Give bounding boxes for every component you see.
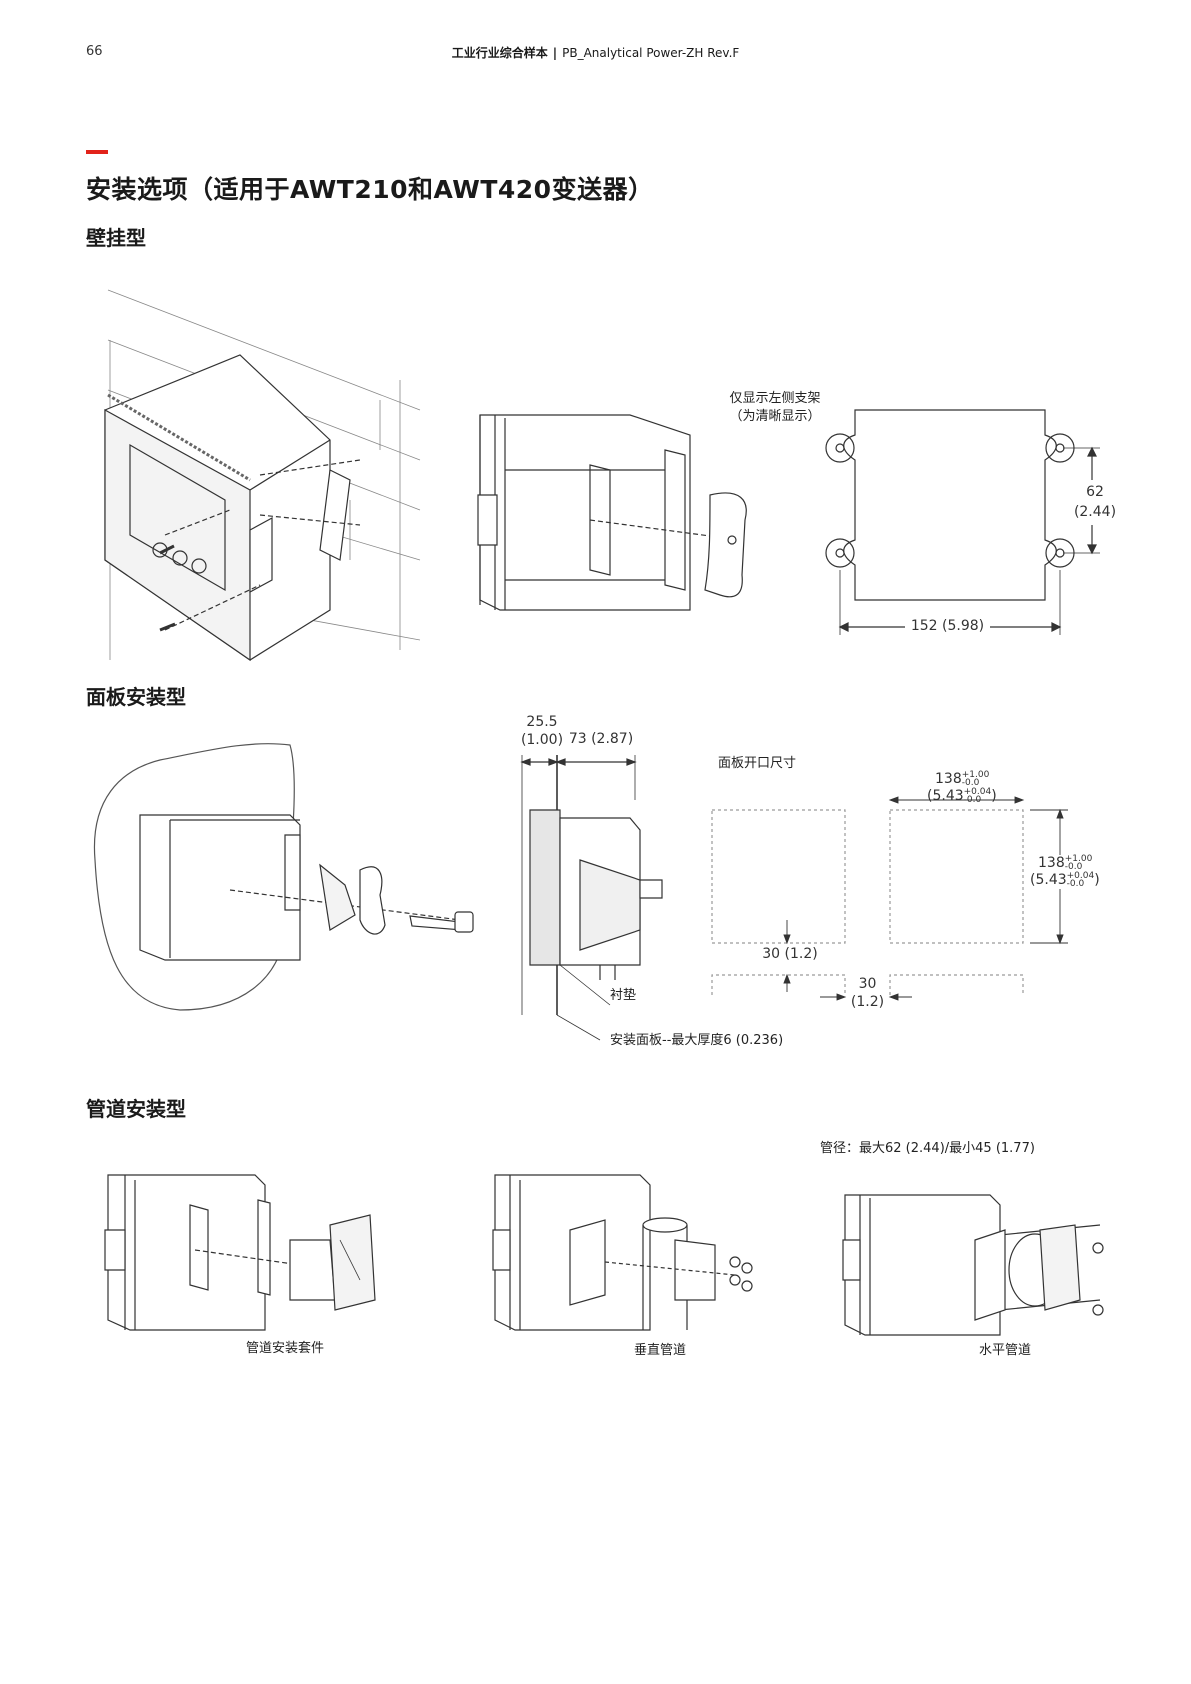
cutout-width-mm: 138 xyxy=(935,771,962,787)
bracket-height-in: (2.44) xyxy=(1073,504,1117,520)
cutout-width-in-close: ) xyxy=(991,788,997,804)
panel-mount-side-view xyxy=(522,755,662,1040)
caption-horizontal-pipe: 水平管道 xyxy=(978,1343,1031,1358)
spacing-h-in: (1.2) xyxy=(850,994,885,1010)
page-title: 安装选项（适用于AWT210和AWT420变送器） xyxy=(86,175,654,204)
cutout-width-in-tol-minus: -0.0 xyxy=(963,795,982,805)
cutout-height-tol-minus: -0.0 xyxy=(1064,862,1083,872)
cutout-spacing-horizontal: 30 (1.2) xyxy=(845,975,890,1011)
panel-depth-a-mm: 25.5 xyxy=(526,714,558,730)
header-title: 工业行业综合样本 xyxy=(451,46,548,60)
cutout-width-in-tol-plus: +0.04 xyxy=(963,787,992,797)
page-number: 66 xyxy=(86,44,103,59)
bracket-height-mm: 62 xyxy=(1086,484,1104,500)
bracket-note-line2: （为清晰显示） xyxy=(729,409,821,424)
cutout-height-in-close: ) xyxy=(1094,872,1100,888)
horizontal-pipe-illustration xyxy=(843,1195,1103,1335)
cutout-height-in-tol-minus: -0.0 xyxy=(1066,879,1085,889)
panel-depth-a-in: (1.00) xyxy=(520,732,564,748)
running-header: 工业行业综合样本 | PB_Analytical Power-ZH Rev.F xyxy=(0,44,1191,61)
heading-panel-mount: 面板安装型 xyxy=(86,685,186,709)
pipe-diameter-label: 管径：最大62 (2.44)/最小45 (1.77) xyxy=(820,1141,1035,1156)
cutout-width-in: (5.43 xyxy=(927,788,964,804)
header-doc-id: PB_Analytical Power-ZH Rev.F xyxy=(562,46,740,60)
bracket-note-line1: 仅显示左侧支架 xyxy=(729,391,821,406)
header-separator: | xyxy=(552,46,558,60)
wall-mount-side-view xyxy=(478,415,746,610)
cutout-height-dim: 138+1.00-0.0 (5.43+0.04-0.0) xyxy=(1030,855,1120,889)
bracket-note: 仅显示左侧支架 （为清晰显示） xyxy=(710,390,840,426)
cutout-height-in-tol-plus: +0.04 xyxy=(1066,871,1095,881)
panel-depth-dim-a: 25.5 (1.00) xyxy=(512,713,572,749)
pipe-kit-illustration xyxy=(105,1175,375,1330)
panel-cutout-diagram xyxy=(712,810,1023,995)
cutout-spacing-vertical: 30 (1.2) xyxy=(745,946,835,962)
bracket-height-dim: 62 (2.44) xyxy=(1065,482,1125,522)
gasket-label: 衬垫 xyxy=(610,988,637,1003)
cutout-height-in: (5.43 xyxy=(1030,872,1067,888)
accent-bar xyxy=(86,150,108,154)
cutout-label: 面板开口尺寸 xyxy=(718,756,797,771)
cutout-width-dim: 138+1.00-0.0 (5.43+0.04-0.0) xyxy=(905,771,1025,805)
cutout-width-tol-minus: -0.0 xyxy=(961,778,980,788)
spacing-h-mm: 30 xyxy=(858,976,877,992)
panel-mount-illustration xyxy=(94,744,473,1010)
heading-wall-mount: 壁挂型 xyxy=(86,226,146,250)
panel-cutout-dims xyxy=(784,797,1068,1000)
bracket-width-dim: 152 (5.98) xyxy=(910,618,985,634)
cutout-height-mm: 138 xyxy=(1038,855,1065,871)
caption-vertical-pipe: 垂直管道 xyxy=(633,1343,686,1358)
panel-depth-dim-b: 73 (2.87) xyxy=(568,731,634,747)
wall-bracket-outline xyxy=(826,410,1100,635)
cutout-width-tol-plus: +1.00 xyxy=(961,770,990,780)
panel-thickness-label: 安装面板--最大厚度6 (0.236) xyxy=(610,1033,784,1048)
heading-pipe-mount: 管道安装型 xyxy=(86,1097,186,1121)
vertical-pipe-illustration xyxy=(493,1175,752,1330)
wall-mount-illustration xyxy=(105,290,420,660)
cutout-height-tol-plus: +1.00 xyxy=(1064,854,1093,864)
caption-pipe-kit: 管道安装套件 xyxy=(245,1341,324,1356)
